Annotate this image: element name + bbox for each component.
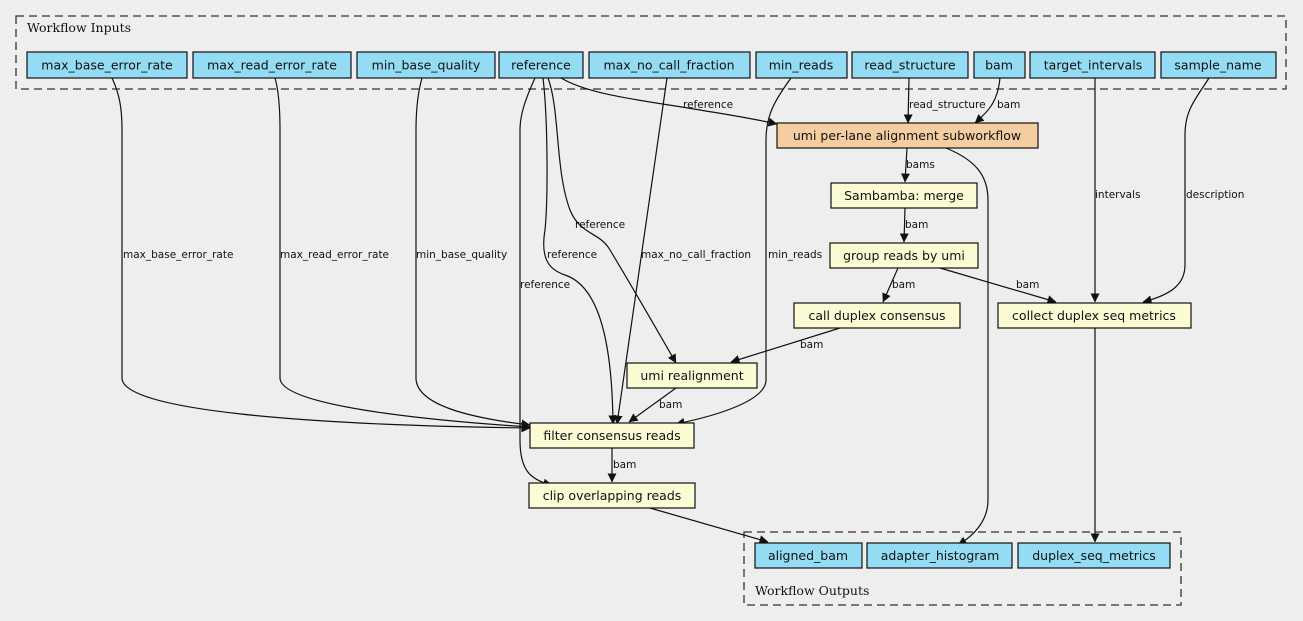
edge-merge-to-group (899, 207, 909, 243)
edge-label: intervals (1095, 189, 1141, 201)
edge-label: max_base_error_rate (123, 249, 233, 261)
edge-label: bam (800, 339, 823, 351)
edge-label: reference (575, 219, 625, 231)
node-umi-realignment[interactable]: umi realignment (626, 362, 758, 389)
edge-realign-to-filter (628, 387, 677, 423)
node-input-target-intervals[interactable]: target_intervals (1029, 51, 1156, 79)
node-collect-duplex-seq-metrics[interactable]: collect duplex seq metrics (997, 302, 1192, 329)
edge-clip-to-aligned-bam (649, 507, 769, 544)
edge-label: max_no_call_fraction (641, 249, 751, 261)
svg-text:Sambamba: merge: Sambamba: merge (844, 188, 964, 203)
node-input-max-no-call-fraction[interactable]: max_no_call_fraction (588, 51, 751, 79)
edge-label: bam (659, 399, 682, 411)
node-output-adapter-histogram[interactable]: adapter_histogram (866, 542, 1013, 569)
edge-read-structure (903, 77, 913, 124)
edge-group-to-collect-metrics (939, 267, 1057, 304)
edge-reference-to-alignment (560, 77, 778, 127)
edge-label: read_structure (909, 99, 986, 111)
workflow-outputs-label: Workflow Outputs (755, 583, 869, 598)
svg-text:group reads by umi: group reads by umi (843, 248, 965, 263)
node-output-duplex-seq-metrics[interactable]: duplex_seq_metrics (1017, 542, 1171, 569)
svg-text:reference: reference (511, 58, 571, 73)
node-input-bam[interactable]: bam (973, 51, 1026, 79)
node-output-aligned-bam[interactable]: aligned_bam (754, 542, 863, 569)
svg-text:umi realignment: umi realignment (640, 368, 743, 383)
svg-text:umi per-lane alignment subwork: umi per-lane alignment subworkflow (793, 128, 1021, 143)
node-group-reads-by-umi[interactable]: group reads by umi (829, 242, 979, 269)
edge-label: bams (906, 159, 935, 171)
node-filter-consensus-reads[interactable]: filter consensus reads (529, 422, 695, 449)
svg-text:read_structure: read_structure (864, 58, 955, 73)
edge-min-reads (675, 77, 792, 427)
svg-text:call duplex consensus: call duplex consensus (808, 308, 945, 323)
edge-max-base-error-rate (111, 77, 531, 433)
node-input-read-structure[interactable]: read_structure (851, 51, 969, 79)
svg-text:sample_name: sample_name (1174, 58, 1261, 73)
node-umi-alignment-subworkflow[interactable]: umi per-lane alignment subworkflow (776, 122, 1039, 149)
workflow-inputs-label: Workflow Inputs (27, 20, 131, 35)
edge-label: bam (613, 459, 636, 471)
svg-text:aligned_bam: aligned_bam (768, 548, 848, 563)
svg-text:max_no_call_fraction: max_no_call_fraction (603, 58, 734, 73)
svg-text:max_base_error_rate: max_base_error_rate (41, 58, 173, 73)
svg-text:clip overlapping reads: clip overlapping reads (543, 488, 682, 503)
node-input-max-base-error-rate[interactable]: max_base_error_rate (26, 51, 188, 79)
node-input-min-base-quality[interactable]: min_base_quality (356, 51, 496, 79)
svg-text:filter consensus reads: filter consensus reads (543, 428, 680, 443)
edge-label: description (1186, 189, 1244, 201)
edge-max-read-error-rate (274, 77, 531, 431)
edge-sample-name (1142, 77, 1210, 305)
node-input-reference[interactable]: reference (498, 51, 584, 79)
svg-text:adapter_histogram: adapter_histogram (881, 548, 1000, 563)
edge-group-to-call-duplex (882, 267, 899, 303)
svg-text:target_intervals: target_intervals (1044, 58, 1142, 73)
edge-call-duplex-to-realign (730, 327, 841, 364)
edge-label: bam (997, 99, 1020, 111)
edge-label: bam (1016, 279, 1039, 291)
node-call-duplex-consensus[interactable]: call duplex consensus (793, 302, 961, 329)
edge-label: reference (547, 249, 597, 261)
edge-label: bam (892, 279, 915, 291)
edge-alignment-to-adapter-histogram (945, 147, 989, 546)
edge-max-no-call-fraction (613, 77, 668, 425)
svg-text:min_reads: min_reads (769, 58, 833, 73)
svg-text:bam: bam (985, 58, 1013, 73)
edge-label: reference (683, 99, 733, 111)
edge-alignment-to-merge (901, 147, 910, 183)
edge-bam (974, 77, 1001, 124)
edge-label: min_base_quality (416, 249, 507, 261)
svg-text:collect duplex seq metrics: collect duplex seq metrics (1012, 308, 1176, 323)
svg-text:max_read_error_rate: max_read_error_rate (207, 58, 337, 73)
edge-label: max_read_error_rate (280, 249, 389, 261)
node-clip-overlapping-reads[interactable]: clip overlapping reads (528, 482, 696, 509)
node-input-sample-name[interactable]: sample_name (1160, 51, 1277, 79)
edge-min-base-quality (415, 77, 531, 429)
edge-reference-to-clip (519, 77, 553, 488)
workflow-inputs-cluster (15, 15, 1287, 90)
edge-label: reference (520, 279, 570, 291)
svg-text:duplex_seq_metrics: duplex_seq_metrics (1032, 548, 1156, 563)
edge-label: min_reads (768, 249, 822, 261)
edge-reference-to-filter (542, 77, 618, 425)
node-input-max-read-error-rate[interactable]: max_read_error_rate (192, 51, 352, 79)
node-input-min-reads[interactable]: min_reads (755, 51, 848, 79)
edge-label: bam (905, 219, 928, 231)
edge-reference-to-realign (547, 77, 677, 364)
node-sambamba-merge[interactable]: Sambamba: merge (830, 182, 978, 209)
workflow-outputs-cluster (743, 531, 1182, 606)
svg-text:min_base_quality: min_base_quality (372, 58, 481, 73)
